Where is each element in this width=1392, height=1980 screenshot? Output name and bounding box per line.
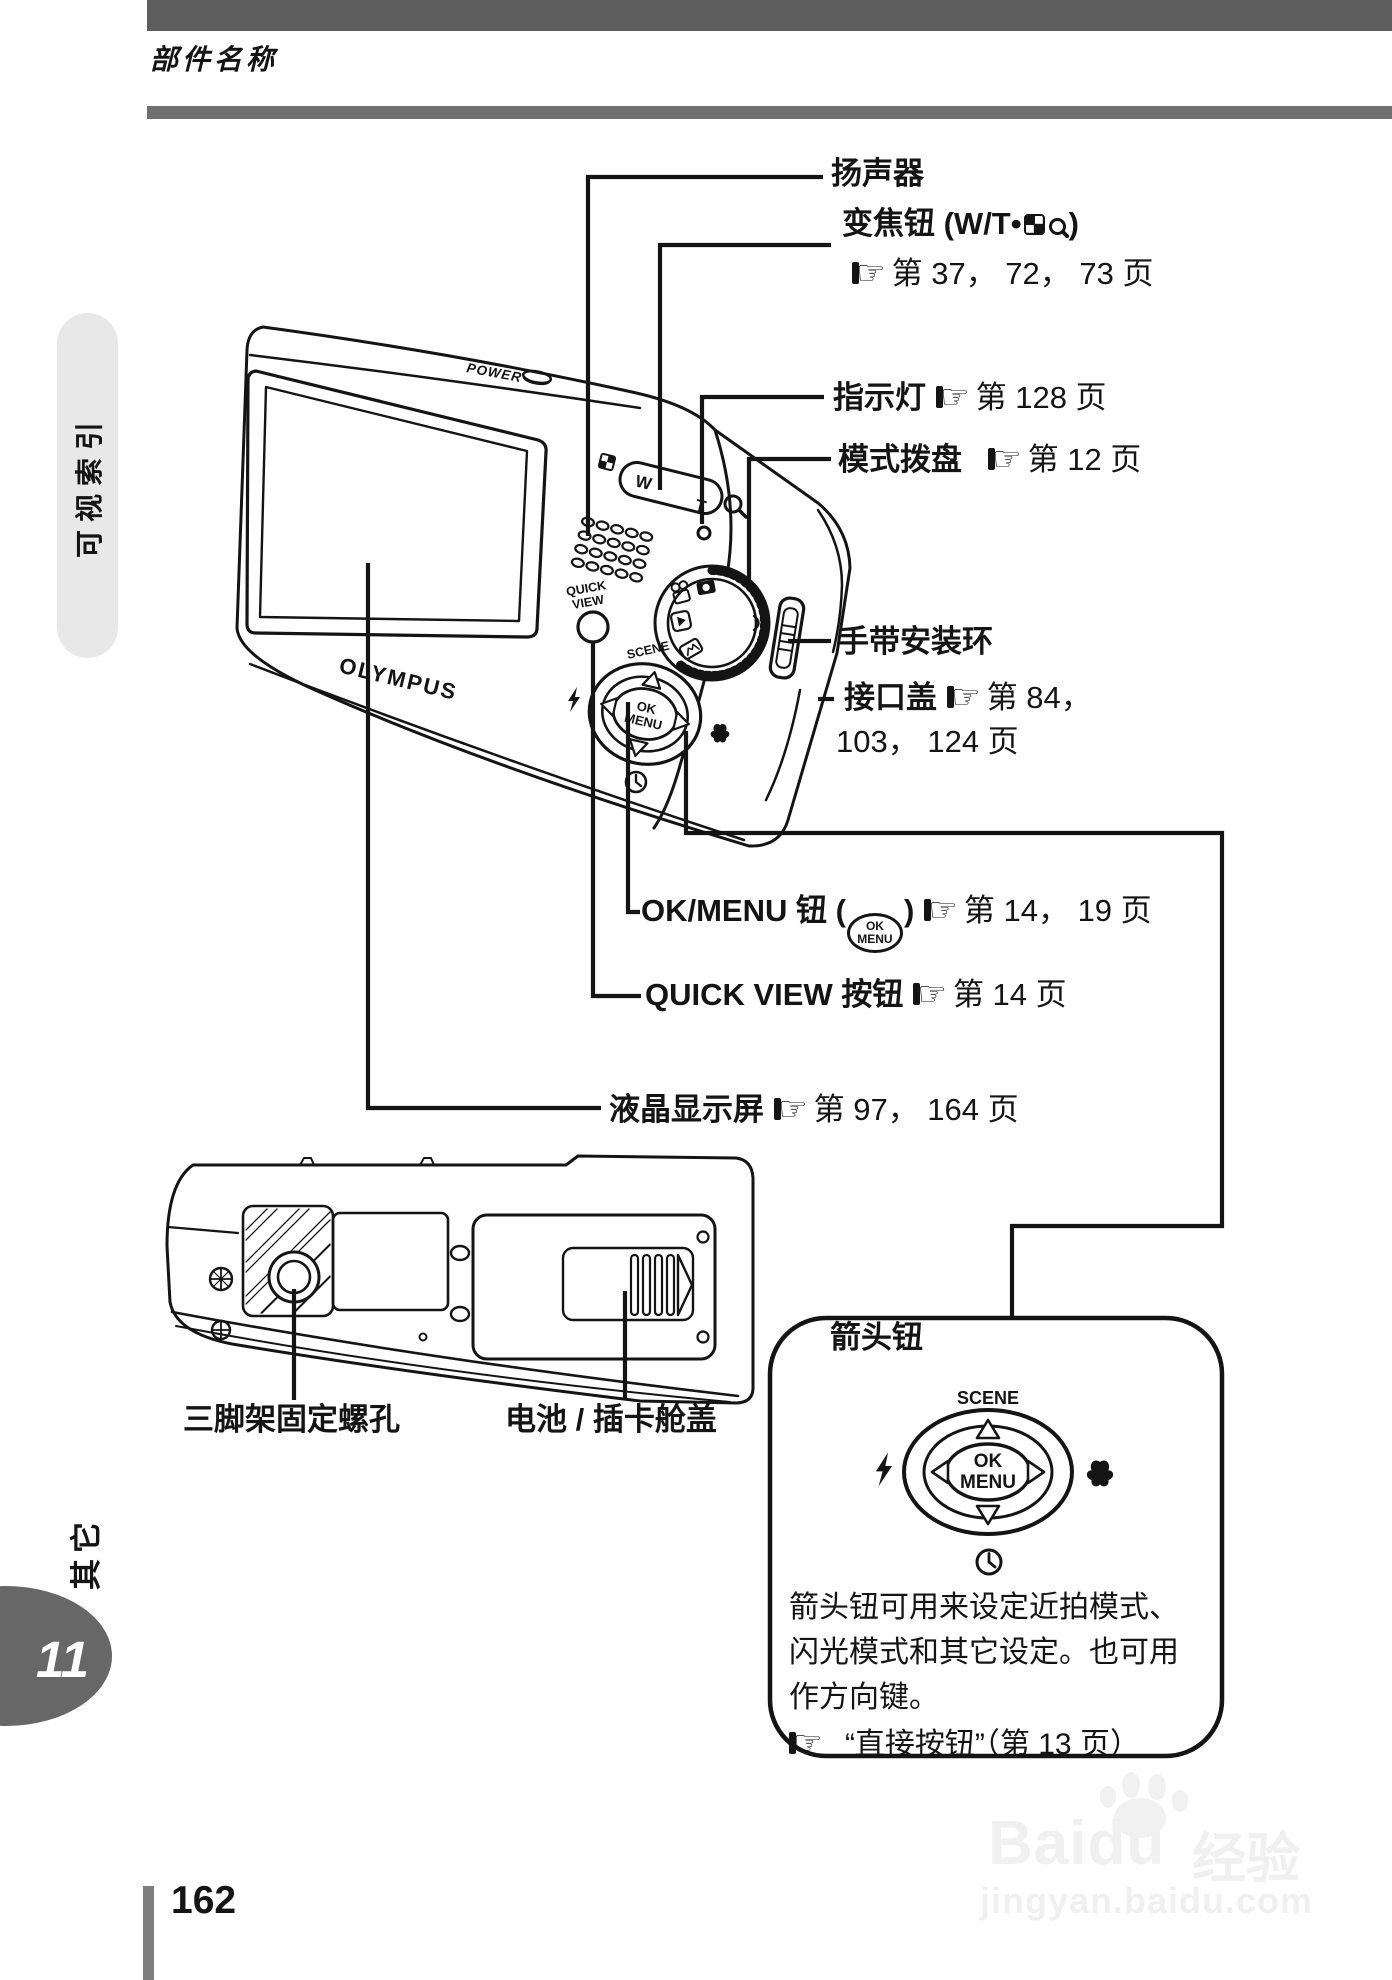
arrow-pad-box: SCENE OK MENU [767, 1315, 1225, 1759]
slider-arrow-icon [676, 1253, 694, 1317]
zoom-w-label: W [633, 472, 654, 495]
callout-strap: 手带安装环 [838, 624, 993, 659]
ref-icon: ☞ [924, 891, 958, 929]
ref-icon: ☞ [774, 1090, 808, 1128]
arrow-up-icon [975, 1418, 1001, 1440]
thumbnail-index-icon [597, 452, 617, 472]
ok-label: OK [635, 698, 658, 717]
arrow-box-line: 箭头钮可用来设定近拍模式、 [789, 1591, 1179, 1624]
ok-label: OK [974, 1451, 1003, 1472]
arrow-right-icon [672, 711, 690, 731]
quick-view-button [576, 610, 610, 644]
arrow-down-icon [628, 738, 649, 757]
macro-icon [710, 723, 730, 743]
arrow-box-title: 箭头钮 [830, 1320, 923, 1355]
camera-back-illustration: OLYMPUS POWER W T [235, 325, 852, 848]
paw-icon [1172, 1790, 1188, 1812]
callout-lcd: 液晶显示屏☞第 97， 164 页 [609, 1090, 1019, 1128]
paw-icon [1148, 1774, 1166, 1800]
arrow-left-icon [600, 697, 618, 717]
movie-mode-icon [670, 580, 691, 605]
ref-icon: ☞ [789, 1720, 823, 1765]
paw-icon [1122, 1772, 1140, 1798]
arrow-box-line: 作方向键。 [789, 1681, 939, 1714]
callout-quick-view: QUICK VIEW 按钮☞第 14 页 [645, 975, 1067, 1013]
quick-view-text-1: QUICK [565, 578, 607, 599]
camera-mode-icon [696, 579, 716, 596]
arrow-pad-large: OK MENU [902, 1408, 1074, 1536]
tripod-socket [241, 1204, 335, 1318]
playback-mode-icon [669, 609, 693, 633]
ref-icon: ☞ [947, 678, 981, 716]
mode-dial [653, 564, 771, 682]
magnifier-icon [723, 494, 748, 519]
callout-mode-dial: 模式拨盘☞第 12 页 [838, 440, 1142, 478]
callout-leader-lines [291, 174, 1225, 1400]
chapter-tab-label: 其它 [69, 1516, 104, 1590]
zoom-rocker-button: W T [618, 461, 724, 517]
flash-icon [568, 687, 580, 712]
callout-connector-line1: 接口盖☞第 84， [844, 678, 1092, 716]
callout-speaker: 扬声器 [831, 156, 924, 191]
scene-label: SCENE [957, 1388, 1019, 1408]
macro-icon [1086, 1460, 1114, 1487]
bottom-panel [331, 1211, 450, 1312]
screw [210, 1319, 232, 1341]
flash-icon [875, 1452, 893, 1487]
page-number: 162 [171, 1879, 237, 1922]
header-rule-bar [147, 106, 1392, 119]
callout-connector-line2: 103， 124 页 [836, 724, 1019, 759]
arrow-box-description: 箭头钮可用来设定近拍模式、 闪光模式和其它设定。也可用 作方向键。 ☞ “直接按… [789, 1585, 1179, 1767]
magnifier-icon [1048, 218, 1066, 235]
menu-label: MENU [960, 1472, 1016, 1493]
thumbnail-index-icon [1023, 214, 1045, 235]
arrow-box-line: 闪光模式和其它设定。也可用 [789, 1636, 1179, 1669]
header-top-bar [147, 0, 1392, 31]
chapter-number: 11 [36, 1631, 89, 1688]
watermark-url: jingyan.baidu.com [980, 1880, 1314, 1921]
arrow-right-icon [1026, 1459, 1046, 1485]
arrow-left-icon [930, 1459, 950, 1485]
page-number-bar [143, 1886, 154, 1980]
callout-zoom-line1: 变焦钮 (W/T•) [842, 206, 1079, 241]
scene-mode-icon [678, 637, 704, 661]
arrow-box-ref-line: ☞ “直接按钮”（第 13 页） [789, 1720, 1179, 1767]
speaker-holes [570, 516, 654, 583]
ref-icon: ☞ [988, 440, 1022, 478]
callout-zoom-line2: ☞第 37， 72， 73 页 [842, 254, 1154, 292]
callout-tripod: 三脚架固定螺孔 [183, 1402, 400, 1437]
callout-battery: 电池 / 插卡舱盖 [505, 1402, 717, 1437]
ref-icon: ☞ [852, 254, 886, 292]
quick-view-text-2: VIEW [571, 593, 605, 612]
camera-bottom-illustration [165, 1154, 755, 1405]
lcd-screen [245, 369, 548, 639]
arrow-up-icon [641, 671, 662, 690]
power-button [521, 369, 553, 386]
sidebar-tab-visual-index: 可视索引 [57, 313, 118, 658]
watermark-brand: Baidu [988, 1809, 1166, 1878]
screw [208, 1266, 234, 1292]
battery-card-cover [471, 1213, 717, 1361]
ref-icon: ☞ [913, 975, 947, 1013]
callout-indicator: 指示灯☞第 128 页 [833, 378, 1107, 416]
indicator-lamp [696, 525, 712, 541]
selftimer-icon [975, 1548, 1003, 1576]
paw-icon [1100, 1786, 1116, 1808]
paw-icon [1114, 1798, 1166, 1838]
ref-icon: ☞ [936, 378, 970, 416]
watermark-brand-cn: 经验 [1192, 1829, 1300, 1889]
page-title: 部件名称 [150, 44, 279, 75]
arrow-down-icon [975, 1504, 1001, 1526]
